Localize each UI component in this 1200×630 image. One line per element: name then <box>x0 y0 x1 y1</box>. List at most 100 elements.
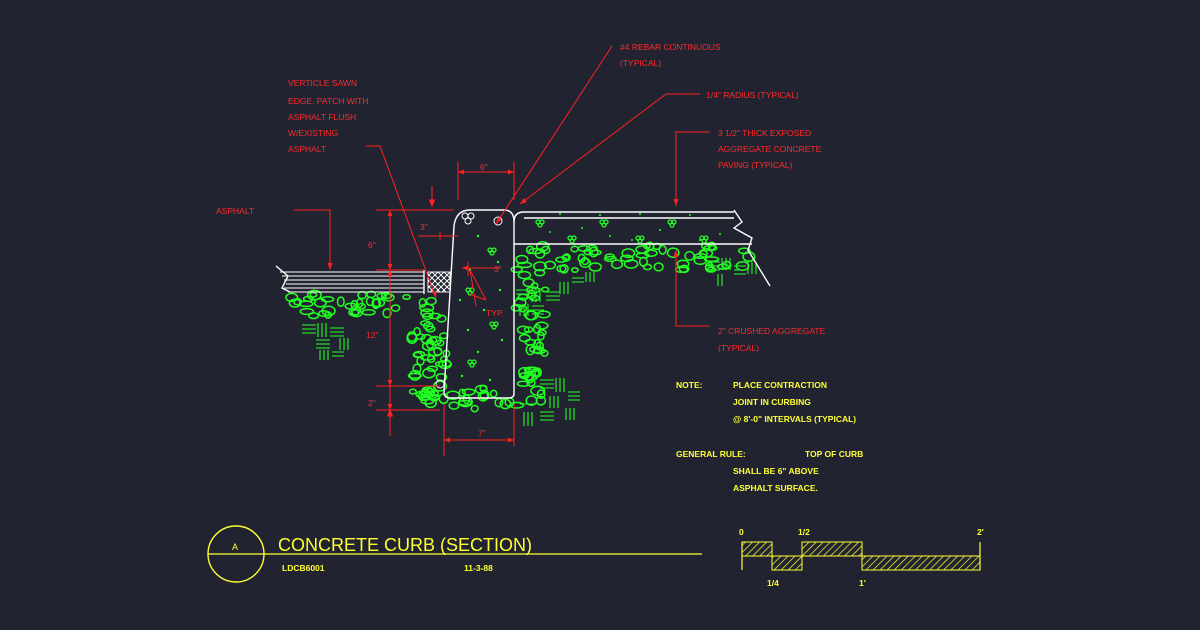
drawing-title: CONCRETE CURB (SECTION) <box>278 535 532 555</box>
aggregate-stone <box>684 250 695 261</box>
aggregate-stone <box>676 259 690 269</box>
aggregate-stone <box>434 360 447 367</box>
aggregate-stone <box>589 249 602 256</box>
aggregate-stone <box>461 388 476 396</box>
aggregate-stone <box>534 321 549 330</box>
concrete-paving <box>513 209 771 287</box>
aggregate-stone <box>425 325 436 333</box>
aggregate-stone <box>570 245 579 253</box>
aggregate-stone <box>522 277 535 288</box>
paving-label-3: PAVING (TYPICAL) <box>718 160 792 170</box>
aggregate-stone <box>427 393 441 401</box>
aggregate-stone <box>645 241 655 251</box>
aggregate-stone <box>357 290 367 300</box>
aggregate-stone <box>523 366 540 373</box>
aggregate-stone <box>536 389 546 400</box>
title-block: A CONCRETE CURB (SECTION) LDCB6001 11-3-… <box>207 525 702 583</box>
note-line-2: JOINT IN CURBING <box>733 397 811 407</box>
aggregate-stone <box>525 395 538 406</box>
aggregate-stone <box>422 367 436 379</box>
aggregate-stone <box>526 372 535 384</box>
crushed-label-1: 2" CRUSHED AGGREGATE <box>718 326 826 336</box>
aggregate-stone <box>517 270 532 280</box>
aggregate-stone <box>299 307 315 316</box>
aggregate-stone <box>583 248 593 256</box>
aggregate-stone <box>418 298 427 308</box>
aggregate-stone <box>285 292 299 303</box>
sawn-edge-label-5: ASPHALT <box>288 144 326 154</box>
leader-lines <box>294 45 710 327</box>
asphalt-patch <box>427 271 451 293</box>
aggregate-stone <box>642 263 653 271</box>
sawn-edge-label-4: W/EXISTING <box>288 128 338 138</box>
aggregate-stone <box>462 394 471 405</box>
rebar-label-1: #4 REBAR CONTINUOUS <box>620 42 721 52</box>
scale-label-quarter: 1/4 <box>767 578 779 588</box>
aggregate-stone <box>658 244 667 255</box>
aggregate-stone <box>619 254 634 263</box>
aggregate-stone <box>336 296 345 308</box>
aggregate-stone <box>666 247 680 259</box>
aggregate-stone <box>402 294 412 300</box>
drawing-code: LDCB6001 <box>282 563 325 573</box>
aggregate-stone <box>380 292 393 300</box>
dim-bottom-width: 7" <box>478 428 486 438</box>
aggregate-stone <box>543 260 557 270</box>
soil-hatch-center <box>516 272 595 316</box>
soil-hatch <box>302 258 757 426</box>
aggregate-stone <box>577 253 586 263</box>
paving-label-2: AGGREGATE CONCRETE <box>718 144 822 154</box>
aggregate-stone <box>408 369 422 381</box>
aggregate-stone <box>561 254 570 261</box>
aggregate-stone <box>318 309 330 318</box>
aggregate-stone <box>571 266 579 274</box>
aggregate-stone <box>532 261 547 272</box>
aggregate-stone <box>415 333 426 341</box>
aggregate-stone <box>509 401 525 409</box>
aggregate-stone <box>559 263 569 274</box>
drawing-date: 11-3-88 <box>464 563 493 573</box>
aggregate-stone <box>426 365 439 372</box>
dim-base-2: 2" <box>368 398 376 408</box>
aggregate-stone <box>534 268 546 277</box>
rule-heading: GENERAL RULE: <box>676 449 746 459</box>
aggregate-stone <box>376 292 387 300</box>
aggregate-stone <box>419 303 435 313</box>
aggregate-stone <box>470 404 479 413</box>
aggregate-stone <box>540 286 550 293</box>
aggregate-stone <box>524 338 537 346</box>
aggregate-stone <box>413 350 426 358</box>
aggregate-stone <box>458 388 466 397</box>
aggregate-stone <box>704 261 715 273</box>
aggregate-stone <box>361 308 376 316</box>
aggregate-stone <box>433 346 443 356</box>
aggregate-stone <box>518 333 531 343</box>
aggregate-stone <box>603 255 617 263</box>
dimension-lines <box>376 162 515 456</box>
aggregate-stone <box>532 324 542 334</box>
aggregate-stone <box>722 260 732 270</box>
paving-label-1: 3 1/2" THICK EXPOSED <box>718 128 811 138</box>
scale-label-0: 0 <box>739 527 744 537</box>
aggregate-stone <box>306 289 322 301</box>
rebar-symbol <box>461 212 475 225</box>
aggregate-stone <box>408 388 417 395</box>
aggregate-stone <box>390 304 401 312</box>
aggregate-stone <box>436 314 447 323</box>
concrete-curb <box>435 209 515 399</box>
aggregate-stone <box>556 264 567 273</box>
aggregate-stone <box>350 304 361 316</box>
aggregate-stone <box>588 262 602 272</box>
aggregate-stone <box>292 298 303 306</box>
radius-corner-mark <box>493 216 503 226</box>
sawn-edge-label-3: ASPHALT FLUSH <box>288 112 356 122</box>
aggregate-stone <box>610 259 624 270</box>
aggregate-stone <box>534 248 546 259</box>
aggregate-stone <box>426 355 436 363</box>
aggregate-stone <box>523 371 534 382</box>
aggregate-stone <box>510 303 523 312</box>
aggregate-stone <box>321 305 336 317</box>
aggregate-stone <box>382 307 392 319</box>
aggregate-stone <box>694 253 708 260</box>
aggregate-stone <box>621 248 636 259</box>
